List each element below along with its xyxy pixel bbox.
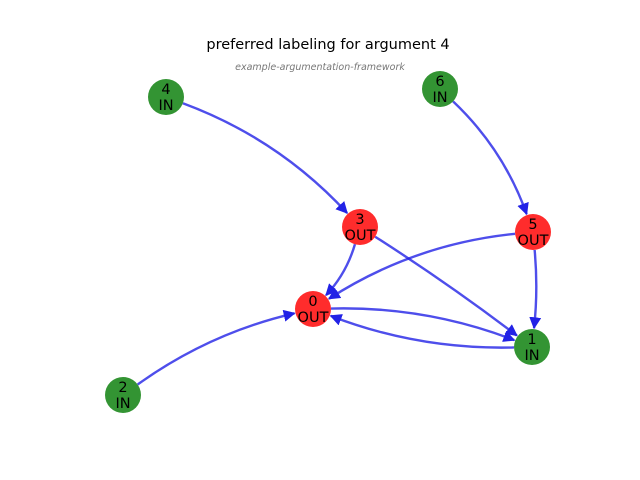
node-5-label: OUT (518, 233, 549, 249)
node-6-id: 6 (435, 74, 444, 90)
edge-5-to-0 (327, 232, 516, 300)
graph-subtitle: example-argumentation-framework (235, 62, 405, 73)
node-3-label: OUT (345, 228, 376, 244)
node-1-label: IN (524, 348, 539, 364)
node-4-id: 4 (161, 82, 170, 98)
node-3-circle (342, 209, 378, 245)
graph-title: preferred labeling for argument 4 (206, 37, 449, 53)
node-2-id: 2 (118, 380, 127, 396)
node-6-circle (422, 71, 458, 107)
node-1: 1IN (514, 329, 550, 365)
edge-3-to-0 (325, 243, 357, 297)
node-4-label: IN (158, 98, 173, 114)
node-6: 6IN (422, 71, 458, 107)
edge-1-to-0 (329, 314, 515, 349)
node-2: 2IN (105, 377, 141, 413)
node-1-id: 1 (527, 332, 536, 348)
node-1-circle (514, 329, 550, 365)
node-5-circle (515, 214, 551, 250)
edge-6-to-5 (452, 100, 529, 216)
edge-2-to-0 (136, 309, 296, 386)
node-0-circle (295, 291, 331, 327)
node-4-circle (148, 79, 184, 115)
node-2-circle (105, 377, 141, 413)
node-0-label: OUT (298, 310, 329, 326)
node-3-id: 3 (355, 212, 364, 228)
node-4: 4IN (148, 79, 184, 115)
node-0-id: 0 (308, 294, 317, 310)
edge-layer (136, 100, 542, 386)
edge-4-to-3 (182, 102, 349, 214)
edge-0-to-1 (330, 307, 516, 342)
edge-5-to-1 (529, 249, 542, 330)
node-2-label: IN (115, 396, 130, 412)
edge-3-to-1 (374, 235, 518, 337)
node-6-label: IN (432, 90, 447, 106)
node-5-id: 5 (528, 217, 537, 233)
